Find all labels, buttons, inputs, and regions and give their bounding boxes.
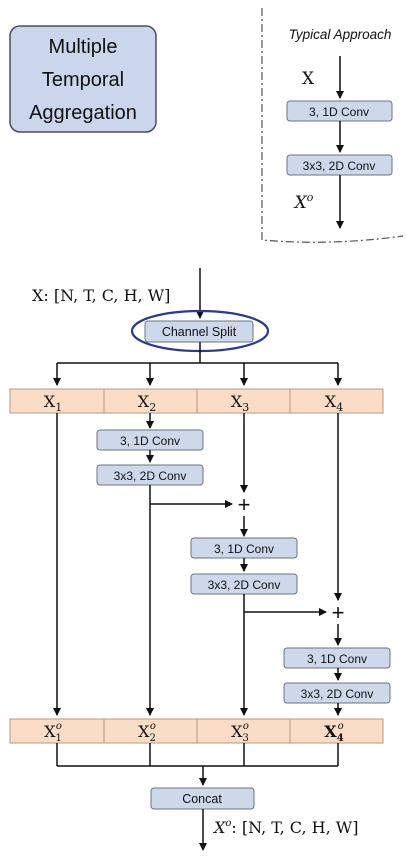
branch-2-conv2d-box: 3x3, 2D Conv bbox=[114, 469, 187, 483]
channel-split-box: Channel Split bbox=[162, 325, 237, 339]
typical-output-label: Xo bbox=[293, 191, 314, 213]
branch-3-conv2d-box: 3x3, 2D Conv bbox=[208, 578, 281, 592]
branch-4-conv1d-box: 3, 1D Conv bbox=[307, 652, 367, 666]
typical-approach-panel: Typical Approach X 3, 1D Conv 3x3, 2D Co… bbox=[261, 8, 404, 243]
split-connectors bbox=[53, 342, 342, 386]
branch-4: + 3, 1D Conv 3x3, 2D Conv bbox=[283, 413, 391, 716]
title-box: Multiple Temporal Aggregation bbox=[9, 25, 157, 133]
output-label-3: X3o bbox=[231, 721, 249, 744]
typical-conv2d-box: 3x3, 2D Conv bbox=[303, 159, 376, 173]
branch-2-conv1d-box: 3, 1D Conv bbox=[120, 434, 180, 448]
main-output-label: Xo: [N, T, C, H, W] bbox=[212, 818, 358, 837]
title-line-2: Temporal bbox=[42, 69, 124, 91]
split-row: X1 X2 X3 X4 bbox=[9, 388, 384, 414]
plus-sign-1: + bbox=[238, 492, 251, 517]
split-label-1: X1 bbox=[44, 392, 62, 414]
output-label-1: X1o bbox=[44, 721, 62, 744]
typical-conv1d-box: 3, 1D Conv bbox=[309, 105, 369, 119]
split-label-4: X4 bbox=[325, 392, 343, 414]
main-input-label: X: [N, T, C, H, W] bbox=[32, 286, 170, 305]
output-label-2: X2o bbox=[138, 721, 156, 744]
merge-connectors bbox=[56, 743, 339, 786]
typical-input-label: X bbox=[302, 69, 315, 89]
channel-split: Channel Split bbox=[130, 309, 270, 353]
branch-3-conv1d-box: 3, 1D Conv bbox=[214, 542, 274, 556]
concat-box: Concat bbox=[182, 792, 222, 806]
output-row: X1o X2o X3o X4o bbox=[9, 718, 384, 744]
output-label-4: X4o bbox=[324, 721, 343, 744]
plus-sign-2: + bbox=[332, 600, 345, 625]
title-line-1: Multiple bbox=[49, 36, 118, 58]
split-label-3: X3 bbox=[231, 392, 249, 414]
branch-4-conv2d-box: 3x3, 2D Conv bbox=[301, 687, 374, 701]
typical-approach-title: Typical Approach bbox=[289, 27, 392, 42]
title-line-3: Aggregation bbox=[29, 102, 137, 124]
split-label-2: X2 bbox=[138, 392, 156, 414]
branch-2: 3, 1D Conv 3x3, 2D Conv bbox=[96, 413, 233, 716]
branch-3: + 3, 1D Conv 3x3, 2D Conv bbox=[190, 413, 327, 716]
